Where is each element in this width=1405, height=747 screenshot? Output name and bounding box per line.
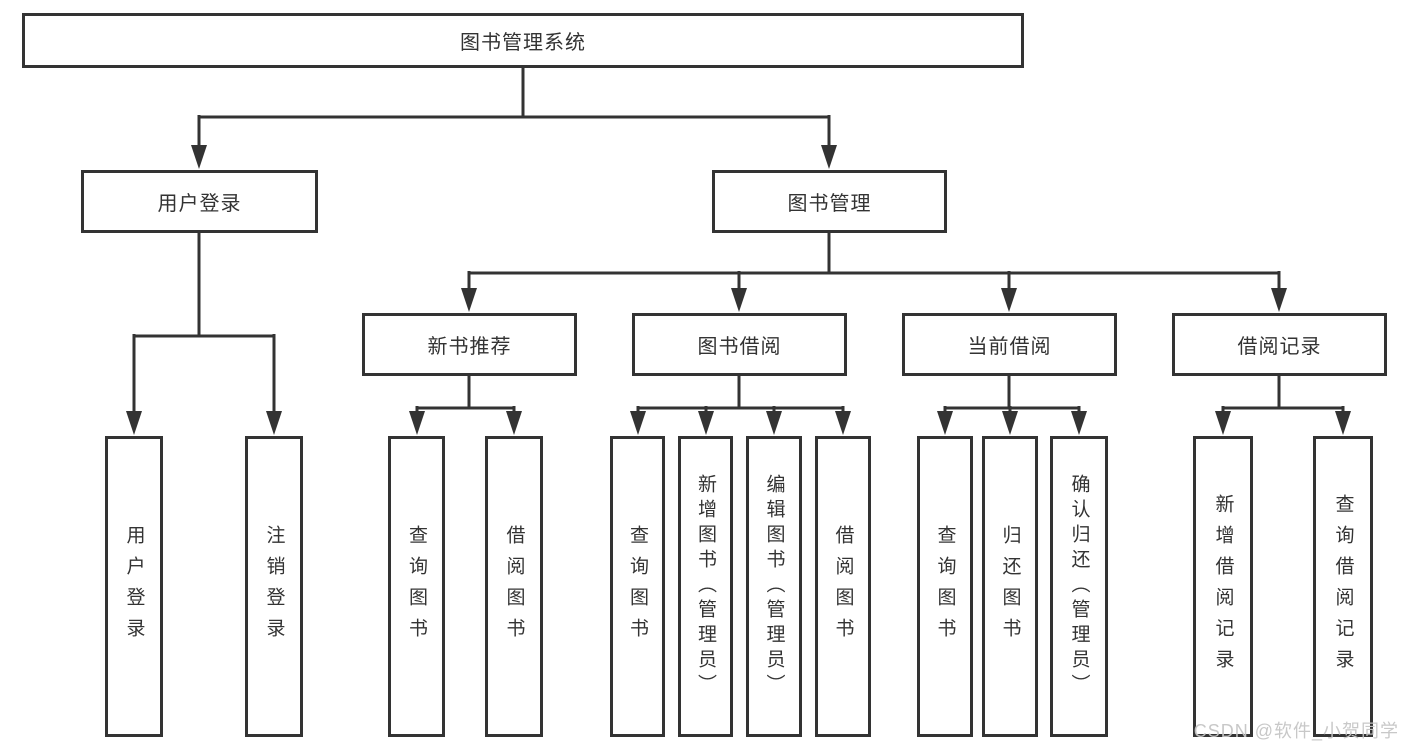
leaf-label: 借阅图书 bbox=[503, 524, 525, 649]
leaf-label: 确认归还（管理员） bbox=[1068, 474, 1090, 699]
arrowhead bbox=[1001, 288, 1017, 312]
arrowhead bbox=[937, 411, 953, 435]
arrowhead bbox=[1215, 411, 1231, 435]
node-label: 图书管理 bbox=[787, 193, 872, 215]
edge-current-children bbox=[943, 376, 1081, 414]
node-book-management: 图书管理 bbox=[712, 170, 947, 233]
leaf-label: 查询图书 bbox=[406, 524, 427, 649]
leaf-query-book-current: 查询图书 bbox=[917, 436, 973, 737]
leaf-label: 新增借阅记录 bbox=[1212, 493, 1234, 680]
node-current-borrow: 当前借阅 bbox=[902, 313, 1117, 376]
leaf-query-book-borrow: 查询图书 bbox=[610, 436, 665, 737]
leaf-add-borrow-record: 新增借阅记录 bbox=[1193, 436, 1253, 737]
node-label: 图书借阅 bbox=[697, 336, 782, 358]
edge-recommend-children bbox=[415, 376, 516, 414]
leaf-label: 新增图书（管理员） bbox=[695, 474, 716, 699]
leaf-label: 归还图书 bbox=[999, 524, 1021, 649]
leaf-label: 编辑图书（管理员） bbox=[763, 474, 785, 699]
arrowhead bbox=[409, 411, 425, 435]
leaf-label: 注销登录 bbox=[263, 524, 285, 649]
leaf-query-borrow-record: 查询借阅记录 bbox=[1313, 436, 1373, 737]
arrowhead bbox=[506, 411, 522, 435]
arrowheads bbox=[126, 145, 1351, 435]
node-label: 图书管理系统 bbox=[460, 32, 586, 54]
arrowhead bbox=[191, 145, 207, 169]
arrowhead bbox=[1335, 411, 1351, 435]
arrowhead bbox=[766, 411, 782, 435]
leaf-label: 用户登录 bbox=[123, 524, 145, 649]
leaf-label: 借阅图书 bbox=[832, 524, 854, 649]
leaf-label: 查询图书 bbox=[934, 524, 956, 649]
leaf-query-book-recommend: 查询图书 bbox=[388, 436, 445, 737]
csdn-watermark: CSDN @软件_小贺同学 bbox=[1193, 721, 1399, 741]
arrowhead bbox=[126, 411, 142, 435]
node-borrow-records: 借阅记录 bbox=[1172, 313, 1387, 376]
arrowhead bbox=[821, 145, 837, 169]
edge-root-to-level2 bbox=[197, 68, 831, 148]
arrowhead bbox=[630, 411, 646, 435]
connector-lines bbox=[132, 68, 1345, 414]
leaf-user-login: 用户登录 bbox=[105, 436, 163, 737]
arrowhead bbox=[1071, 411, 1087, 435]
leaf-label: 查询图书 bbox=[627, 524, 648, 649]
arrowhead bbox=[461, 288, 477, 312]
leaf-borrow-book: 借阅图书 bbox=[815, 436, 871, 737]
leaf-confirm-return-admin: 确认归还（管理员） bbox=[1050, 436, 1108, 737]
arrowhead bbox=[1002, 411, 1018, 435]
edge-records-children bbox=[1221, 376, 1345, 414]
leaf-return-book: 归还图书 bbox=[982, 436, 1038, 737]
edge-book-mgmt-children bbox=[467, 233, 1281, 291]
node-label: 新书推荐 bbox=[427, 336, 512, 358]
arrowhead bbox=[835, 411, 851, 435]
leaf-label: 查询借阅记录 bbox=[1332, 493, 1354, 680]
node-library-system: 图书管理系统 bbox=[22, 13, 1024, 68]
arrowhead bbox=[731, 288, 747, 312]
node-new-book-recommend: 新书推荐 bbox=[362, 313, 577, 376]
leaf-add-book-admin: 新增图书（管理员） bbox=[678, 436, 733, 737]
node-label: 当前借阅 bbox=[967, 336, 1052, 358]
edge-user-login-children bbox=[132, 233, 276, 414]
node-label: 借阅记录 bbox=[1237, 336, 1322, 358]
leaf-borrow-book-recommend: 借阅图书 bbox=[485, 436, 543, 737]
leaf-logout-login: 注销登录 bbox=[245, 436, 303, 737]
node-book-borrow: 图书借阅 bbox=[632, 313, 847, 376]
arrowhead bbox=[266, 411, 282, 435]
leaf-edit-book-admin: 编辑图书（管理员） bbox=[746, 436, 802, 737]
node-label: 用户登录 bbox=[157, 193, 242, 215]
edge-borrow-children bbox=[636, 376, 845, 414]
arrowhead bbox=[1271, 288, 1287, 312]
arrowhead bbox=[698, 411, 714, 435]
node-user-login: 用户登录 bbox=[81, 170, 318, 233]
